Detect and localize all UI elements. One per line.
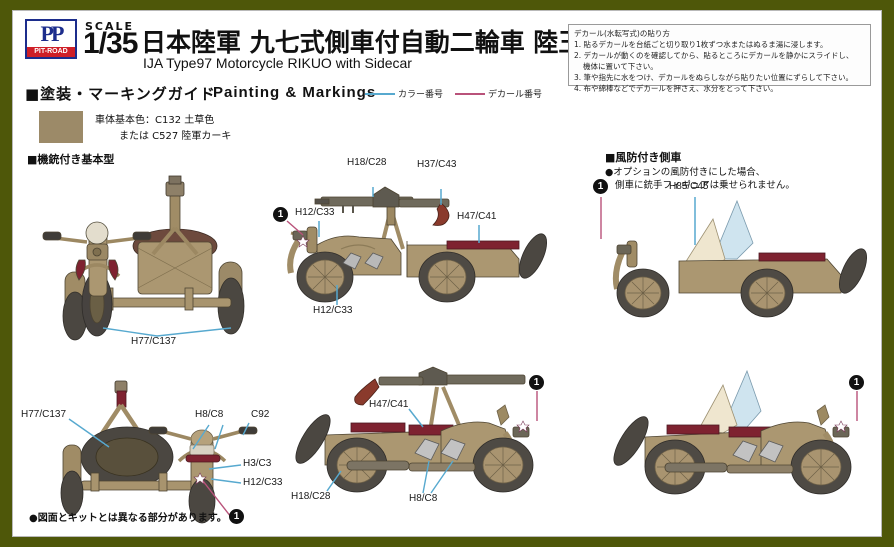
callout-c92: C92 [251,409,270,420]
base-color-swatch [39,111,83,143]
decal-step-4: 4. 布や綿棒などでデカールを押さえ、水分をとって下さい。 [574,84,778,93]
decal-instructions-title: デカール(水転写式)の貼り方 [574,29,670,38]
decal-marker-windshield: 1 [593,179,608,194]
callout-h8-c8-bars: H8/C8 [195,409,224,420]
windshield-note-line1: ●オプションの風防付きにした場合、 [605,167,766,178]
callout-h8-c8-engine: H8/C8 [409,493,438,504]
figure-front-view-basic: H77/C137 [35,175,275,347]
callout-h47-c41-bike: H47/C41 [369,399,409,410]
page-title-jp: 日本陸軍 九七式側車付自動二輪車 陸王 [141,28,584,57]
instruction-sheet: PP PIT-ROAD SCALE 1/35 日本陸軍 九七式側車付自動二輪車 … [12,10,882,537]
callout-h77-c137-side: H77/C137 [21,409,67,420]
legend-color-line [365,92,395,95]
guide-heading-jp: ■塗装・マーキングガイド [25,85,216,103]
callout-h12-c33-low: H12/C33 [313,305,353,316]
header: PP PIT-ROAD SCALE 1/35 日本陸軍 九七式側車付自動二輪車 … [13,11,881,89]
painting-guide-bar: ■塗装・マーキングガイド Painting & Markings カラー番号 デ… [25,83,585,105]
decal-marker-side-basic: 1 [273,207,288,222]
footer-note: ●図面とキットとは異なる部分があります。 [29,513,227,524]
figure-windshield-sidecar: H85/C45 1 [593,179,887,321]
callout-h85-c45: H85/C45 [669,181,709,192]
callout-h12-c33-fork: H12/C33 [295,207,335,218]
base-color-line2: または C527 陸軍カーキ [119,131,232,142]
callout-h77-c137-front: H77/C137 [131,336,177,347]
pit-road-logo: PP PIT-ROAD [25,19,77,59]
decal-step-2: 2. デカールが動くのを確認してから、貼るところにデカールを静かにスライドし、 [574,51,854,60]
callout-h18-c28-top: H18/C28 [347,157,387,168]
legend-decal-line [455,92,485,95]
callout-h37-c43: H37/C43 [417,159,457,170]
guide-heading-en: Painting & Markings [213,84,377,101]
figure-bike-with-mg: H47/C41 H18/C28 H8/C8 1 [291,366,571,509]
legend-color-number: カラー番号 [365,87,443,100]
figure-windshield-bike: 1 [611,369,887,511]
decal-marker-bike-mg: 1 [529,375,544,390]
section-heading-windshield-type: ■風防付き側車 [605,151,682,164]
section-heading-basic-type: ■機銃付き基本型 [27,153,115,166]
callout-h12-c33-rear: H12/C33 [243,477,283,488]
scale-value: 1/35 [83,27,138,60]
legend-color-label: カラー番号 [398,90,444,100]
decal-step-1: 1. 貼るデカールを台紙ごと切り取り1枚ずつ水またはぬるま湯に浸します。 [574,40,828,49]
legend-decal-number: デカール番号 [455,87,542,100]
page-title-en: IJA Type97 Motorcycle RIKUO with Sidecar [143,55,412,71]
callout-h3-c3: H3/C3 [243,458,272,469]
logo-p-mark: PP [40,21,65,46]
decal-marker-windshield-bike: 1 [849,375,864,390]
figure-rear-detail-view: H77/C137 H8/C8 C92 H3/C3 H12/C33 1 [21,369,283,524]
callout-h18-c28-bike: H18/C28 [291,491,331,502]
legend-decal-label: デカール番号 [488,90,543,100]
decal-marker-rear-detail: 1 [229,509,244,524]
decal-step-2-cont: 機体に置いて下さい。 [583,62,658,71]
logo-brand-label: PIT-ROAD [27,47,75,57]
figure-side-view-basic-mg: H18/C28 H37/C43 H12/C33 H47/C41 H12/C33 … [273,157,571,316]
decal-step-3: 3. 筆や指先に水をつけ、デカールをぬらしながら貼りたい位置にずらして下さい。 [574,73,854,82]
decal-instructions-box: デカール(水転写式)の貼り方 1. 貼るデカールを台紙ごと切り取り1枚ずつ水また… [568,24,871,93]
windshield-note-line2: 側車に銃手フィギュアは乗せられません。 [615,180,795,191]
scale-word: SCALE [85,20,135,33]
callout-h47-c41-seat: H47/C41 [457,211,497,222]
windshield-note: ●オプションの風防付きにした場合、 側車に銃手フィギュアは乗せられません。 [605,166,875,192]
base-color-line1: 車体基本色：C132 土草色 [95,115,215,126]
base-color-block: 車体基本色：C132 土草色 または C527 陸軍カーキ [39,111,339,147]
